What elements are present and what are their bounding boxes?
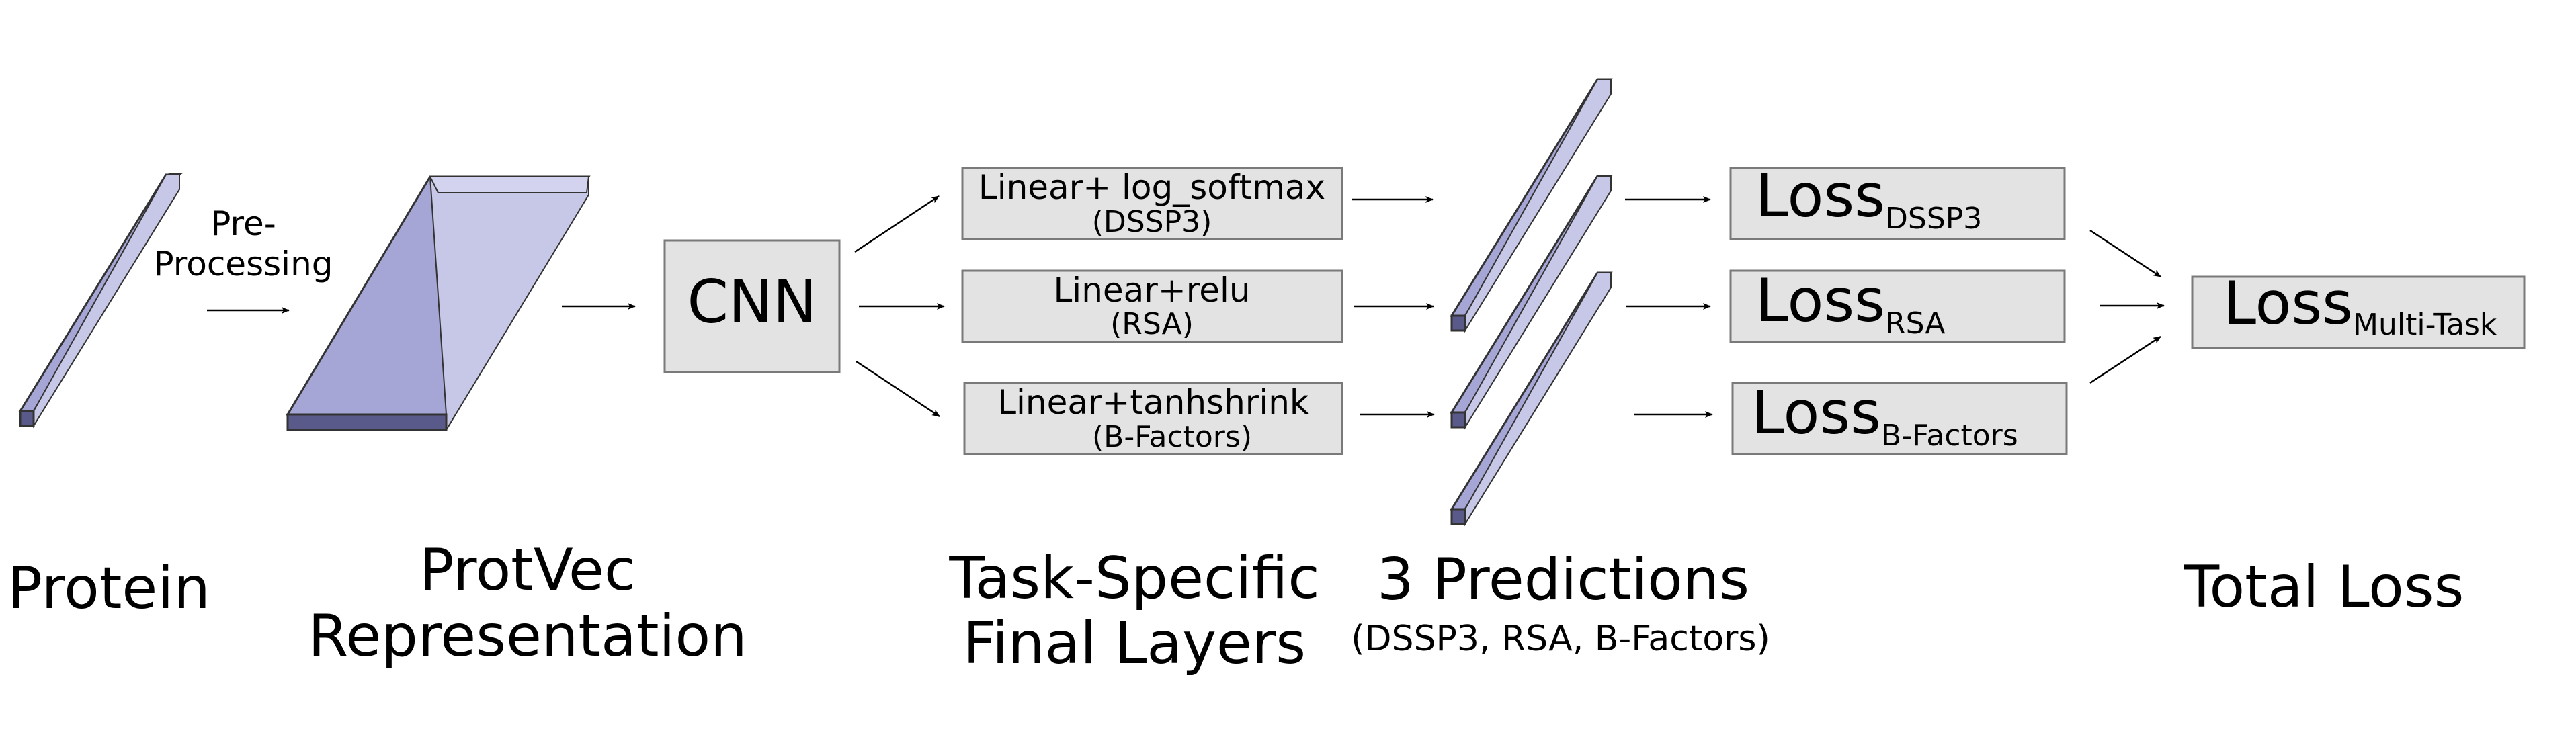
caption-protein: Protein bbox=[7, 555, 210, 622]
layer-bfactors-sublabel: (B-Factors) bbox=[1092, 420, 1252, 454]
layer-box-bfactors bbox=[963, 382, 1343, 455]
layer-bfactors-label: Linear+tanhshrink bbox=[997, 383, 1309, 422]
caption-protvec-2: Representation bbox=[308, 603, 747, 670]
loss-bfactors-label: LossB-Factors bbox=[1751, 378, 2018, 453]
loss-box-dssp3 bbox=[1729, 167, 2066, 240]
layer-dssp3-sublabel: (DSSP3) bbox=[1092, 205, 1212, 239]
arrow-cnn-bfactors bbox=[856, 360, 940, 418]
caption-protvec-1: ProtVec bbox=[419, 537, 636, 604]
caption-total-loss: Total Loss bbox=[2184, 554, 2464, 621]
layer-box-dssp3 bbox=[961, 167, 1343, 240]
arrow-cnn-dssp3 bbox=[854, 195, 940, 253]
loss-box-rsa bbox=[1729, 269, 2066, 343]
layer-rsa-label: Linear+relu bbox=[1053, 271, 1250, 310]
loss-dssp3-label: LossDSSP3 bbox=[1755, 161, 1982, 236]
layer-box-rsa bbox=[961, 269, 1343, 343]
caption-predictions-2: (DSSP3, RSA, B-Factors) bbox=[1351, 619, 1770, 659]
cnn-label: CNN bbox=[687, 267, 817, 337]
preprocessing-label-1: Pre- bbox=[210, 204, 276, 243]
caption-final-layers-1: Task-Specific bbox=[948, 545, 1319, 612]
arrow-to-total-1 bbox=[2089, 229, 2161, 278]
caption-predictions-1: 3 Predictions bbox=[1377, 546, 1749, 613]
loss-box-bfactors bbox=[1731, 382, 2068, 455]
prediction-bar-bfactors bbox=[1450, 271, 1613, 527]
protein-bar bbox=[18, 173, 184, 429]
arrow-to-total-3 bbox=[2089, 335, 2161, 384]
loss-rsa-label: LossRSA bbox=[1755, 266, 1945, 341]
layer-rsa-sublabel: (RSA) bbox=[1110, 307, 1194, 341]
loss-total-label: LossMulti-Task bbox=[2223, 269, 2497, 342]
cnn-box bbox=[663, 239, 841, 373]
preprocessing-label-2: Processing bbox=[154, 245, 333, 283]
loss-box-total bbox=[2191, 275, 2526, 349]
layer-dssp3-label: Linear+ log_softmax bbox=[979, 168, 1325, 207]
caption-final-layers-2: Final Layers bbox=[963, 610, 1306, 677]
protvec-slab bbox=[286, 175, 591, 433]
prediction-bar-dssp3 bbox=[1450, 78, 1613, 333]
prediction-bar-rsa bbox=[1450, 175, 1613, 430]
